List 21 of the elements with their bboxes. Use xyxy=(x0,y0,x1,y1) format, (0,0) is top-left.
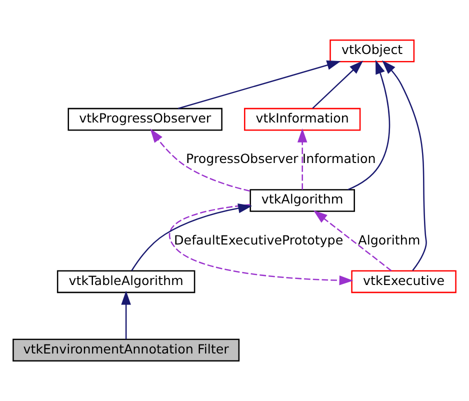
node-box: vtkExecutive xyxy=(351,270,456,294)
edge-label: Information xyxy=(302,151,376,166)
arrow xyxy=(121,290,131,340)
arrow xyxy=(169,204,354,286)
arrow xyxy=(312,60,364,109)
node-box: vtkProgressObserver xyxy=(68,108,222,131)
arrow xyxy=(348,60,390,190)
node-box: vtkTableAlgorithm xyxy=(56,270,196,294)
edge-label: DefaultExecutivePrototype xyxy=(174,232,344,248)
node-box: vtkObject xyxy=(330,39,415,62)
edge-label: ProgressObserver xyxy=(186,151,298,166)
arrow xyxy=(313,210,392,272)
arrow xyxy=(382,60,427,271)
edge-label: Algorithm xyxy=(358,232,420,248)
arrow xyxy=(150,128,250,192)
arrow xyxy=(297,128,308,190)
node-box: vtkInformation xyxy=(244,108,361,131)
node-box: vtkEnvironmentAnnotation Filter xyxy=(12,338,240,362)
node-box: vtkAlgorithm xyxy=(250,189,355,212)
arrow xyxy=(178,60,341,110)
arrow xyxy=(131,203,252,271)
